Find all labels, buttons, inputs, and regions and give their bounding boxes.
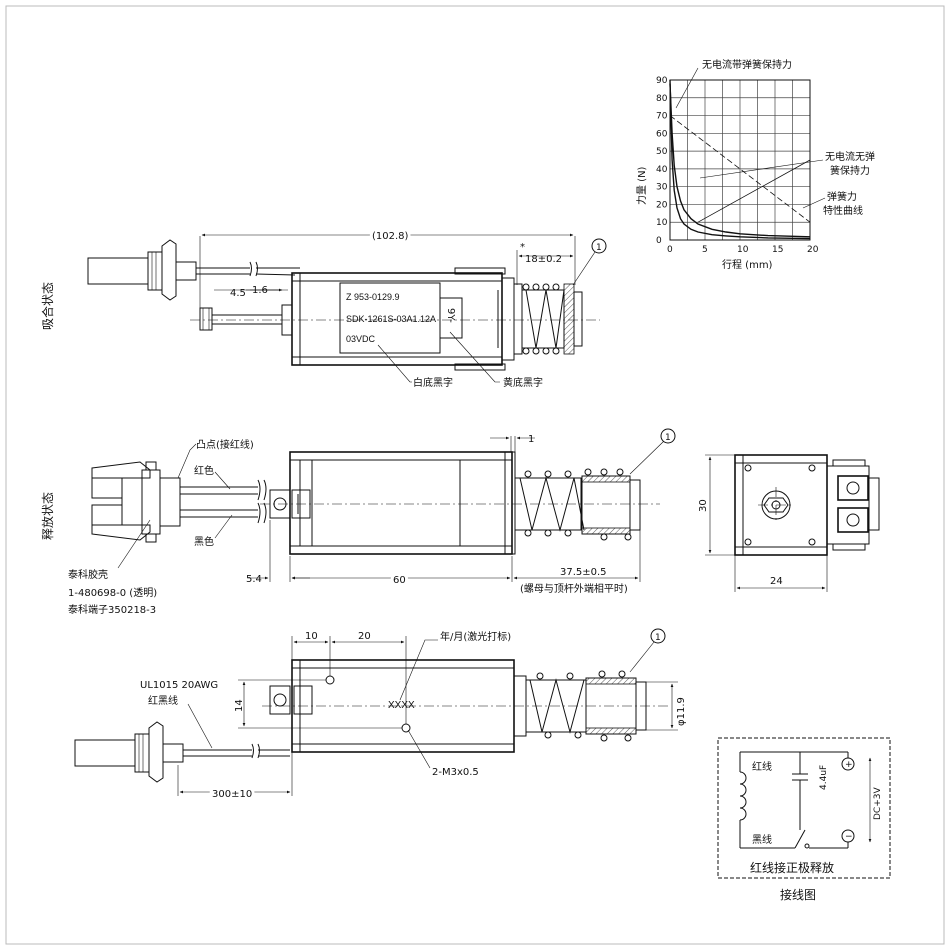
wiring-diagram: 4.4uF + − DC+3V 红线 黑线 红线接正极释放 接线图 (717, 737, 891, 902)
stroke-mark: * (520, 242, 525, 253)
capacitor-label: 4.4uF (819, 765, 829, 790)
chart-ytick: 90 (656, 76, 668, 86)
callout-yellow: 黄底黑字 (503, 376, 543, 389)
chart-annot3a: 弹簧力 (827, 190, 857, 203)
dim-4-5: 4.5 (230, 288, 246, 299)
bottom-balloon: 1 (655, 633, 661, 643)
force-chart: 0 10 20 30 40 50 60 70 80 90 0 5 10 15 20 力量 (N) 行程 (m… (635, 58, 875, 271)
wiring-black: 黑线 (752, 833, 772, 846)
laser-mark-label: 年/月(激光打标) (440, 630, 511, 643)
dim-1: 1 (528, 434, 534, 445)
chart-ytick: 40 (656, 165, 668, 175)
chart-series-line-1 (669, 83, 811, 238)
top-connector (87, 239, 197, 301)
chart-annot2a: 无电流无弹 (825, 150, 875, 163)
dim-14: 14 (234, 699, 245, 712)
wiring-note: 红线接正极释放 (750, 860, 834, 875)
chart-xtick: 0 (667, 245, 673, 255)
voltage-label: DC+3V (873, 787, 883, 820)
label-side: 9Y- (445, 308, 456, 323)
minus-terminal: − (845, 832, 853, 842)
coil-symbol (739, 771, 747, 821)
mid-balloon: 1 (665, 433, 671, 443)
wiring-title: 接线图 (780, 887, 816, 902)
chart-ytick: 30 (656, 183, 668, 193)
chart-ytick: 80 (656, 94, 668, 104)
chart-xtick: 15 (772, 245, 783, 255)
wire-spec2: 红黑线 (148, 694, 178, 707)
wiring-frame (717, 737, 891, 879)
page-border (5, 5, 945, 945)
svg-text:60: 60 (393, 575, 406, 586)
chart-xtick: 20 (807, 245, 819, 255)
bump-label: 凸点(接红线) (196, 438, 254, 451)
laser-xxxx: XXXX (388, 700, 415, 711)
housing-label3: 泰科端子350218-3 (68, 603, 156, 616)
chart-annot3b: 特性曲线 (823, 204, 863, 217)
chart-ticks: 0 10 20 30 40 50 60 70 80 90 0 5 10 15 20 (656, 76, 819, 255)
chart-grid (669, 79, 811, 241)
chart-ytick: 20 (656, 200, 668, 210)
chart-xtick: 5 (702, 245, 708, 255)
chart-ylabel: 力量 (N) (635, 166, 648, 205)
label-line1: Z 953-0129.9 (346, 292, 400, 302)
mid-connector (91, 461, 181, 543)
chart-annot1: 无电流带弹簧保持力 (702, 58, 792, 71)
plus-terminal: + (845, 760, 853, 770)
chart-series (669, 79, 811, 240)
chart-xtick: 10 (737, 245, 749, 255)
dim-37-5: 37.5±0.5 (560, 567, 607, 578)
chart-series-line-2 (669, 79, 811, 240)
top-balloon: 1 (596, 243, 602, 253)
dim-1-6: 1.6 (252, 285, 268, 296)
bottom-view: XXXX 10 20 14 φ11.9 300±10 300±10 UL (74, 628, 687, 803)
dim-wire-length: 300±10 (212, 789, 252, 800)
svg-text:300±10: 300±10 (212, 789, 252, 800)
housing-label2: 1-480698-0 (透明) (68, 587, 157, 599)
wiring-red: 红线 (752, 760, 772, 773)
chart-series-line-4 (697, 159, 811, 223)
dim-5-4: 5.4 (246, 574, 262, 585)
bottom-connector (74, 721, 184, 783)
chart-xlabel: 行程 (mm) (722, 258, 773, 271)
dim-stroke: 18±0.2 (525, 254, 562, 265)
chart-ytick: 70 (656, 112, 668, 122)
red-wire-label: 红色 (194, 464, 214, 477)
dim-30: 30 (698, 499, 709, 512)
svg-text:(102.8): (102.8) (372, 231, 409, 242)
dim-24: 24 (770, 576, 783, 587)
state-released-label: 释放状态 (40, 492, 55, 540)
label-line2: SDK-1261S-03A1.12A (346, 314, 436, 324)
wire-spec1: UL1015 20AWG (140, 680, 218, 691)
black-wire-label: 黑色 (194, 535, 214, 548)
callout-white: 白底黑字 (413, 376, 453, 389)
chart-ytick: 50 (656, 147, 668, 157)
housing-label1: 泰科胶壳 (68, 568, 108, 581)
dim-overall-length: (102.8) (372, 231, 409, 242)
dim-20: 20 (358, 631, 371, 642)
state-closed-label: 吸合状态 (40, 282, 55, 330)
top-view: Z 953-0129.9 SDK-1261S-03A1.12A 03VDC 9Y… (87, 228, 607, 389)
chart-ytick: 60 (656, 129, 668, 139)
chart-annot2b: 簧保持力 (830, 164, 870, 177)
dim-diameter: φ11.9 (676, 697, 687, 726)
dim-10: 10 (305, 631, 318, 642)
chart-ytick: 0 (656, 236, 662, 246)
thread-label: 2-M3x0.5 (432, 767, 479, 778)
end-view: 30 24 (698, 454, 880, 592)
label-line3: 03VDC (346, 334, 376, 344)
chart-series-line-3 (669, 115, 811, 223)
dim-37-5-note: (螺母与顶杆外端相平时) (520, 582, 628, 595)
dim-60: 60 (393, 575, 406, 586)
chart-ytick: 10 (656, 218, 668, 228)
middle-view: 1 5.4 60 60 37.5±0.5 (螺母与顶杆外端相平时) 凸点(接红线… (68, 428, 676, 616)
mid-body (289, 451, 513, 555)
